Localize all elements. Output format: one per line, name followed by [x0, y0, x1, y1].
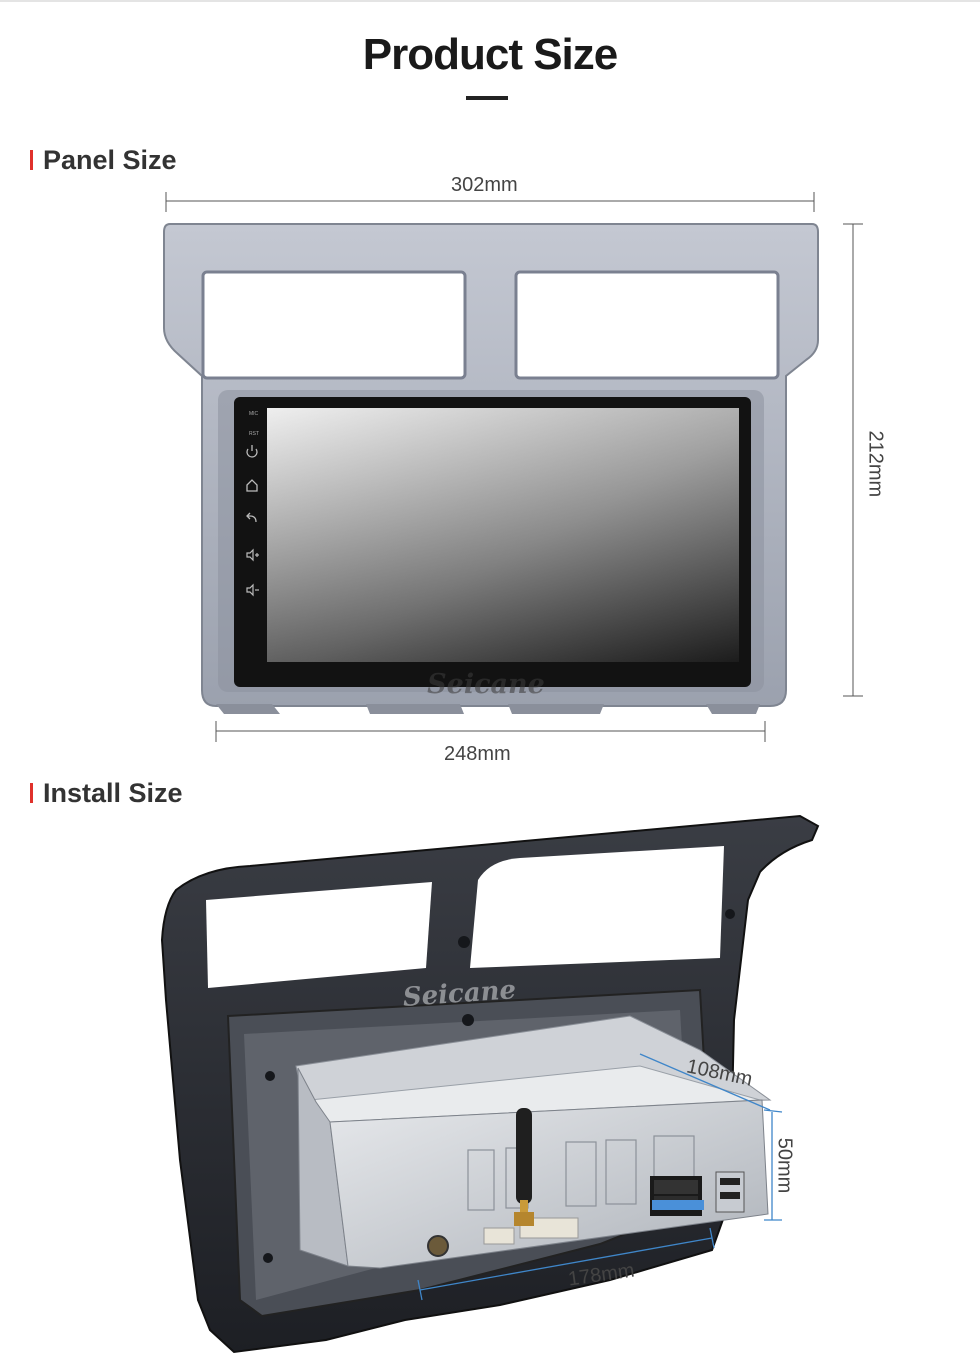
left-vent-cutout — [206, 882, 432, 988]
radio-antenna-jack — [427, 1235, 449, 1257]
install-dimension-lines — [417, 1053, 783, 1301]
install-height-label: 50mm — [773, 1137, 796, 1194]
install-size-heading-text: Install Size — [43, 777, 183, 808]
volume-up-icon — [246, 548, 259, 562]
gps-antenna — [514, 1108, 534, 1226]
panel-width-top-label: 302mm — [451, 174, 518, 196]
heading-accent-bar — [30, 150, 33, 170]
panel-height-dimension — [843, 223, 863, 697]
home-icon — [246, 479, 258, 492]
panel-width-top-dimension — [165, 192, 815, 212]
panel-height-label: 212mm — [864, 430, 887, 498]
left-vent-opening — [201, 270, 467, 380]
right-vent-opening — [514, 270, 780, 380]
page-title: Product Size — [362, 30, 619, 79]
panel-figure: MIC RST Seicane — [163, 192, 863, 742]
top-rule — [0, 0, 980, 2]
panel-width-bottom-label: 248mm — [444, 743, 511, 765]
panel-width-bottom-dimension — [215, 721, 766, 742]
panel-watermark: Seicane — [427, 669, 545, 700]
chassis-rear-face — [329, 1099, 769, 1269]
panel-size-heading: Panel Size — [30, 144, 177, 176]
title-underline — [466, 96, 508, 100]
mic-label: MIC — [249, 411, 259, 417]
volume-down-icon — [246, 583, 259, 597]
panel-size-heading-text: Panel Size — [43, 144, 177, 175]
rst-label: RST — [249, 431, 259, 437]
back-icon — [246, 512, 257, 523]
install-figure: Seicane — [160, 814, 820, 1354]
power-icon — [246, 445, 258, 458]
heading-accent-bar — [30, 783, 33, 803]
right-vent-cutout — [470, 846, 724, 968]
install-size-heading: Install Size — [30, 777, 183, 809]
